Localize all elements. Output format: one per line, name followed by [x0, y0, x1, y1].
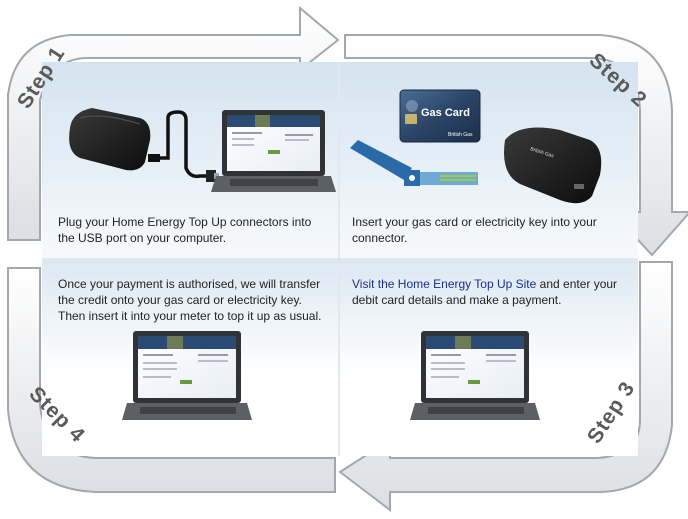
electricity-key: [350, 140, 478, 186]
gas-card-title: Gas Card: [421, 107, 470, 119]
usb-connector-device-step1: [69, 108, 151, 171]
usb-connector-device-step2: British Gas: [504, 127, 602, 204]
laptop-step3: [410, 331, 540, 420]
step-1-description: Plug your Home Energy Top Up connectors …: [58, 215, 312, 245]
gas-card: Gas Card British Gas: [399, 89, 481, 143]
laptop-step1: [211, 110, 336, 192]
home-energy-top-up-site-link[interactable]: Visit the Home Energy Top Up Site: [352, 277, 537, 291]
step-3-description-text: and enter your debit card details and ma…: [352, 277, 618, 307]
cycle-arrow-track: [7, 5, 688, 513]
step-2-description: Insert your gas card or electricity key …: [352, 215, 597, 245]
step-4-description: Once your payment is authorised, we will…: [58, 277, 322, 323]
laptop-step4: [122, 331, 252, 420]
step-3-description: Visit the Home Energy Top Up Site and en…: [352, 276, 622, 308]
gas-card-brand: British Gas: [448, 132, 473, 138]
